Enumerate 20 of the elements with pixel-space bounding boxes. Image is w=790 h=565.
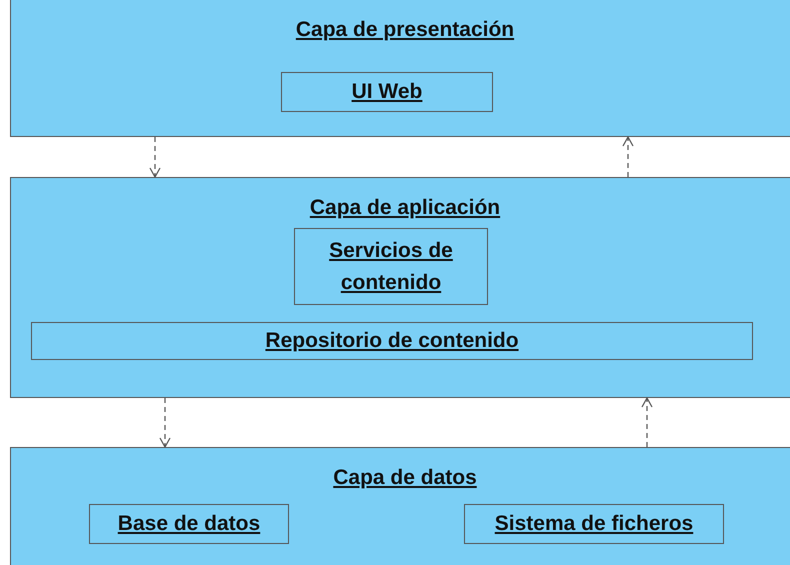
layer-title: Capa de presentación [296,17,514,43]
component-label: UI Web [352,79,422,106]
dashed-arrow [641,397,653,447]
component-box [294,228,488,305]
component-box [281,72,493,112]
dashed-arrow [159,398,171,448]
layer-title: Capa de datos [333,465,477,491]
component-box [31,322,753,360]
component-label: Servicios de contenido [328,238,454,296]
dashed-arrow [149,137,161,178]
component-label: Repositorio de contenido [265,328,519,354]
component-box [464,504,724,544]
layer-box [10,0,790,137]
layer-title: Capa de aplicación [310,195,500,221]
component-box [89,504,289,544]
layer-box [10,447,790,565]
dashed-arrow [622,136,634,177]
component-label: Sistema de ficheros [494,511,694,538]
component-label: Base de datos [118,511,260,538]
layer-box [10,177,790,398]
